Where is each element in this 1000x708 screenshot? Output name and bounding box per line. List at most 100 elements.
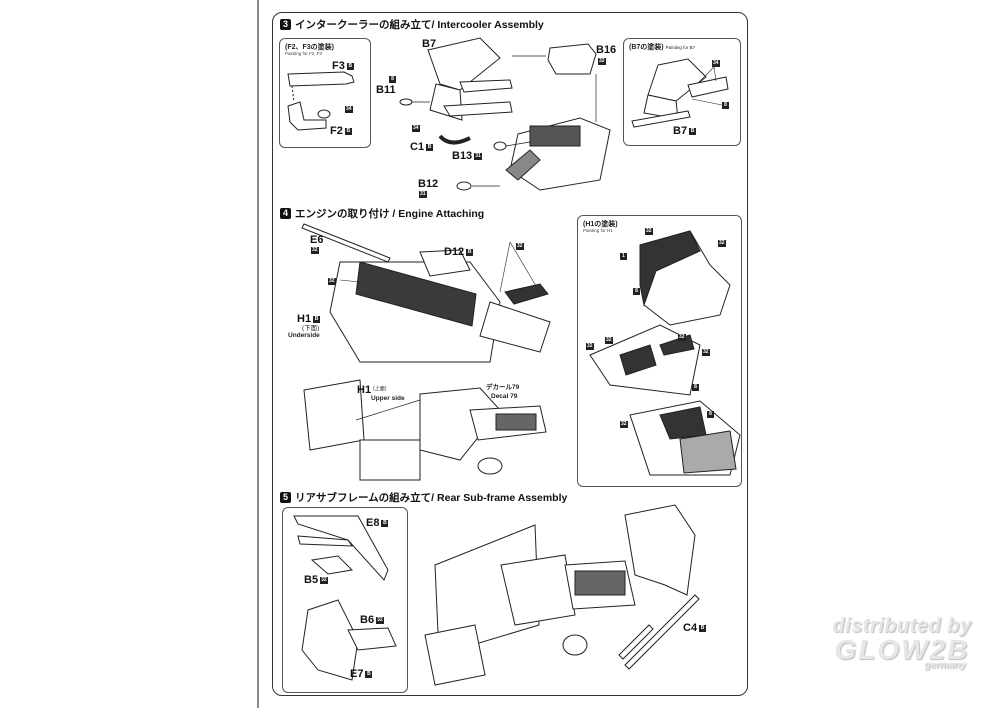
inset-subtitle: Painting for F2, F3 (285, 51, 323, 56)
c4-rod (625, 595, 699, 669)
subframe-parts-drawing (288, 510, 403, 690)
step-5-header: 5 リアサブフレームの組み立て/ Rear Sub-frame Assembly (280, 490, 567, 505)
binding-edge-line (257, 0, 259, 708)
b6-part (348, 628, 396, 650)
rear-subframe-assembly-drawing (425, 505, 725, 690)
paint-code-badge: 31 (474, 152, 482, 160)
part-name: B6 (360, 614, 375, 626)
step-4-header: 4 エンジンの取り付け / Engine Attaching (280, 206, 484, 221)
engine-block (501, 555, 575, 625)
b7-housing (428, 38, 500, 90)
paint-code-badge: 32 (586, 343, 594, 350)
part-label-e6: E6 (310, 234, 323, 246)
distributor-watermark: distributed by GLOW2B germany (812, 615, 992, 671)
h1-note-en: Underside (288, 332, 320, 339)
decal-note-en: Decal 79 (491, 393, 518, 400)
part-name: D12 (444, 246, 465, 258)
part-name: C4 (683, 622, 698, 634)
paint-code-badge: 32 (320, 576, 328, 584)
part-name: E6 (310, 234, 324, 246)
inset-title: (B7の塗装) Painting for B7 (629, 42, 695, 52)
paint-code-badge: B (346, 62, 354, 70)
h1-black-panel (356, 262, 476, 326)
part-label-c1: C1 B (410, 141, 434, 153)
paint-code-badge: B (365, 670, 373, 678)
paint-code-badge: B (344, 127, 352, 135)
b13-part (494, 142, 506, 150)
part-name: H1 (297, 313, 312, 325)
part-label-b11: B11 (376, 84, 396, 96)
b12-part (457, 182, 471, 190)
step-5-title: リアサブフレームの組み立て/ Rear Sub-frame Assembly (295, 492, 568, 504)
paint-code-badge: 1 (620, 253, 627, 260)
paint-code-badge: 32 (605, 337, 613, 344)
pipe-drawing-f2-f3 (282, 62, 368, 147)
part-label-b13: B13 31 (452, 150, 482, 162)
paint-code-badge: 34 (412, 125, 420, 132)
inset-subtitle: Painting for B7 (665, 45, 696, 50)
part-label-d12: D12 B (444, 246, 474, 258)
inset-title-text: (B7の塗装) (629, 44, 664, 51)
part-name: E8 (366, 517, 380, 529)
part-name: B13 (452, 150, 473, 162)
paint-code-badge: B (381, 519, 389, 527)
paint-code-badge: 32 (311, 247, 319, 254)
pipe-f2-shape (288, 102, 326, 130)
part-label-f2: F2 B (330, 125, 352, 137)
step-3-title: インタークーラーの組み立て/ Intercooler Assembly (295, 19, 544, 31)
part-label-b7: B7 (422, 38, 436, 50)
part-name: B12 (418, 178, 439, 190)
assembly-arrow (292, 86, 294, 102)
paint-code-badge: 32 (598, 58, 606, 65)
h1-upper-note-en: Upper side (371, 395, 405, 402)
part-label-h1-upper: H1 (上面) (357, 384, 386, 396)
paint-code-badge: 34 (345, 106, 353, 113)
paint-code-badge: 32 (328, 278, 336, 285)
inset-title: (H1の塗装) (583, 221, 618, 228)
part-name: H1 (357, 384, 372, 396)
step-5-number: 5 (280, 492, 291, 503)
rear-subframe (625, 505, 695, 595)
part-name: B16 (596, 44, 617, 56)
d12-part (420, 250, 470, 276)
part-label-f3: F3 B (332, 60, 354, 72)
paint-code-badge: 32 (645, 228, 653, 235)
paint-code-badge: 31 (419, 191, 427, 198)
b11-part (400, 99, 412, 105)
engine-attaching-drawing (300, 222, 565, 372)
part-name: B7 (673, 125, 688, 137)
part-label-b12: B12 (418, 178, 438, 190)
inset-title: (F2、F3の塗装) (285, 44, 334, 51)
paint-code-badge: 32 (620, 421, 628, 428)
b16-manifold (548, 44, 596, 74)
b5-part (312, 556, 352, 574)
paint-code-badge: B (466, 248, 474, 256)
watermark-line-3: germany (924, 660, 966, 671)
paint-code-badge: 32 (702, 349, 710, 356)
b7-tube (460, 80, 512, 92)
h1-upper-note-jp: (上面) (373, 386, 387, 393)
inset-subtitle: Painting for H1 (583, 228, 613, 233)
step-3-header: 3 インタークーラーの組み立て/ Intercooler Assembly (280, 17, 544, 32)
c1-hose (440, 136, 470, 143)
part-label-e8: E8 B (366, 517, 389, 529)
e7-frame (302, 600, 358, 680)
pipe-f2-cap (318, 110, 330, 118)
step-3-number: 3 (280, 19, 291, 30)
pipe-f3-shape (288, 72, 354, 86)
chassis-side-panel (435, 525, 539, 655)
part-label-b6: B6 32 (360, 614, 384, 626)
part-name: F2 (330, 125, 343, 137)
paint-code-badge: B (426, 143, 434, 151)
part-label-b5: B5 32 (304, 574, 328, 586)
paint-code-badge: B (699, 624, 707, 632)
inset-painting-f2-f3: (F2、F3の塗装) Painting for F2, F3 (279, 38, 371, 148)
e8-frame (294, 516, 388, 580)
watermark-logo: GLOW2B (834, 634, 970, 665)
paint-code-badge: 8 (389, 76, 396, 83)
part-label-h1-underside: H1 B (297, 313, 321, 325)
decal-note-jp: デカール79 (486, 384, 520, 391)
paint-code-badge: B (313, 315, 321, 323)
part-name: C1 (410, 141, 425, 153)
paint-code-badge: 8 (633, 288, 640, 295)
